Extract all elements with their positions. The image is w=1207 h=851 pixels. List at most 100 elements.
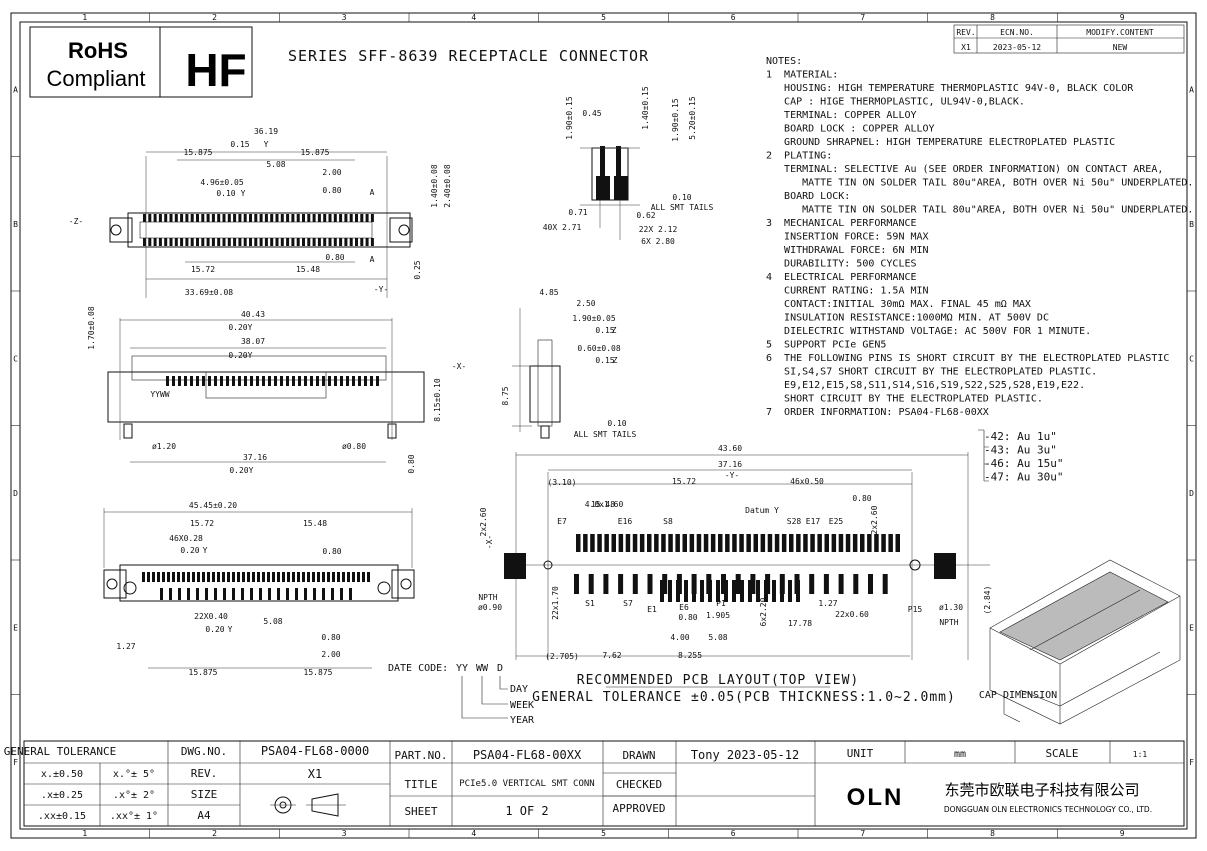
top-pin xyxy=(148,238,152,246)
bottom-pin xyxy=(312,572,315,582)
pcb-pad-top xyxy=(796,534,801,552)
side-view xyxy=(512,308,561,439)
pcb-pad-top xyxy=(817,534,822,552)
bottom-pin xyxy=(357,572,360,582)
top-pin xyxy=(217,238,221,246)
pcb-pad-bottom xyxy=(796,580,800,602)
pcb-pin-label: E16 xyxy=(618,517,633,526)
bottom-dims-label: 0.20 xyxy=(205,625,224,634)
pcb-pin-label: S8 xyxy=(663,517,673,526)
front-dims-label: Y xyxy=(248,351,253,360)
pcb-dims-label: 7.62 xyxy=(602,651,621,660)
top-pin xyxy=(190,238,194,246)
sec-dims-label: 40X 2.71 xyxy=(543,223,582,232)
top-pin xyxy=(169,214,173,222)
front-pin xyxy=(220,376,223,386)
pcb-pad-top xyxy=(831,534,837,552)
front-dims-label: 8.15±0.10 xyxy=(433,378,442,422)
bottom-pin xyxy=(349,588,352,600)
pcb-pad-bottom xyxy=(676,580,680,602)
pcb-layout-title: RECOMMENDED PCB LAYOUT(TOP VIEW) xyxy=(577,673,859,688)
bottom-pin xyxy=(152,572,155,582)
top-pin xyxy=(291,214,295,222)
top-pin xyxy=(174,238,178,246)
note-line: DIELECTRIC WITHSTAND VOLTAGE: AC 500V FO… xyxy=(766,326,1091,337)
top-pin xyxy=(227,214,231,222)
pcb-pad-bottom xyxy=(692,580,696,602)
bottom-pin xyxy=(322,588,325,600)
top-pin xyxy=(302,238,305,246)
order-option: -43: Au 3u" xyxy=(984,444,1057,457)
zone-col-top: 6 xyxy=(731,13,736,22)
top-pin xyxy=(196,214,199,222)
dwg-no-value: PSA04-FL68-0000 xyxy=(261,744,369,758)
note-line: BOARD LOCK : COPPER ALLOY xyxy=(766,124,935,135)
pcb-dims-label: (2.84) xyxy=(983,586,992,615)
note-line: E9,E12,E15,S8,S11,S14,S16,S19,S22,S25,S2… xyxy=(766,380,1085,391)
bottom-pin xyxy=(262,572,265,582)
pcb-pad-top xyxy=(860,534,865,552)
pcb-pad-bottom xyxy=(882,574,888,594)
top-dims-label: 33.69±0.08 xyxy=(185,288,233,297)
pcb-pad-bottom xyxy=(748,580,752,602)
front-pin xyxy=(298,376,301,386)
top-pin xyxy=(328,238,332,246)
bottom-dims-label: 15.48 xyxy=(303,519,327,528)
top-pin xyxy=(344,214,348,222)
pcb-dims-label: 4.00 xyxy=(670,633,689,642)
note-line: CAP : HIGE THERMOPLASTIC, UL94V-0,BLACK. xyxy=(766,97,1025,108)
revision-table: REV. ECN.NO. MODIFY.CONTENT X1 2023-05-1… xyxy=(953,24,1185,54)
pcb-pad-bottom xyxy=(588,574,594,594)
bottom-pin xyxy=(162,572,165,582)
series-title: SERIES SFF-8639 RECEPTACLE CONNECTOR xyxy=(288,47,649,65)
pcb-pad-top xyxy=(789,534,794,552)
bottom-pin xyxy=(172,572,175,582)
bottom-pin xyxy=(304,588,307,600)
pcb-pin-label: P15 xyxy=(908,605,923,614)
front-dims-label: Y xyxy=(248,323,253,332)
top-dims-label: 5.08 xyxy=(266,160,285,169)
side-dims-label: 4.85 xyxy=(539,288,558,297)
notes-block: NOTES:1 MATERIAL: HOUSING: HIGH TEMPERAT… xyxy=(766,56,1193,418)
pcb-pad-top xyxy=(895,534,900,552)
top-pin xyxy=(365,238,369,246)
bottom-pin xyxy=(307,572,310,582)
top-pin xyxy=(339,214,343,222)
cap-dimension-label: CAP DIMENSION xyxy=(979,690,1057,701)
top-dims-label: 0.15 xyxy=(230,140,249,149)
bottom-view xyxy=(103,508,415,669)
front-pin xyxy=(208,376,211,386)
top-pin xyxy=(270,214,274,222)
pcb-dims-label: 22x0.60 xyxy=(835,610,869,619)
front-dims-label: 40.43 xyxy=(241,310,265,319)
pcb-pad-bottom xyxy=(764,580,768,602)
front-pin xyxy=(346,376,349,386)
pcb-pin-label: E7 xyxy=(557,517,567,526)
pcb-dims-label: 43.60 xyxy=(718,444,742,453)
note-line: 5 SUPPORT PCIe GEN5 xyxy=(766,340,886,351)
top-dims-label: 0.10 xyxy=(216,189,235,198)
front-pin xyxy=(232,376,235,386)
top-pin xyxy=(254,238,258,246)
zone-col-top: 8 xyxy=(990,13,995,22)
sec-dims-label: 0.45 xyxy=(582,109,601,118)
pcb-pin-label: E17 xyxy=(806,517,821,526)
bottom-dims-label: 46X0.28 xyxy=(169,534,203,543)
front-pin xyxy=(262,376,265,386)
bottom-pin xyxy=(268,588,271,600)
top-dims-label: A xyxy=(370,188,375,197)
scale-label: SCALE xyxy=(1045,747,1078,760)
note-line: MATTE TIN ON SOLDER TAIL 80u"AREA, BOTH … xyxy=(766,178,1193,189)
pcb-pad-top xyxy=(668,534,673,552)
bottom-pin xyxy=(362,572,365,582)
title-block xyxy=(23,740,1185,827)
size-label: SIZE xyxy=(191,788,218,801)
top-pin xyxy=(227,238,231,246)
checked-label: CHECKED xyxy=(616,778,662,791)
pcb-pad-bottom xyxy=(853,574,859,594)
top-pin xyxy=(254,214,258,222)
bottom-pin xyxy=(342,572,345,582)
bottom-pin xyxy=(160,588,163,600)
front-pin xyxy=(238,376,241,386)
